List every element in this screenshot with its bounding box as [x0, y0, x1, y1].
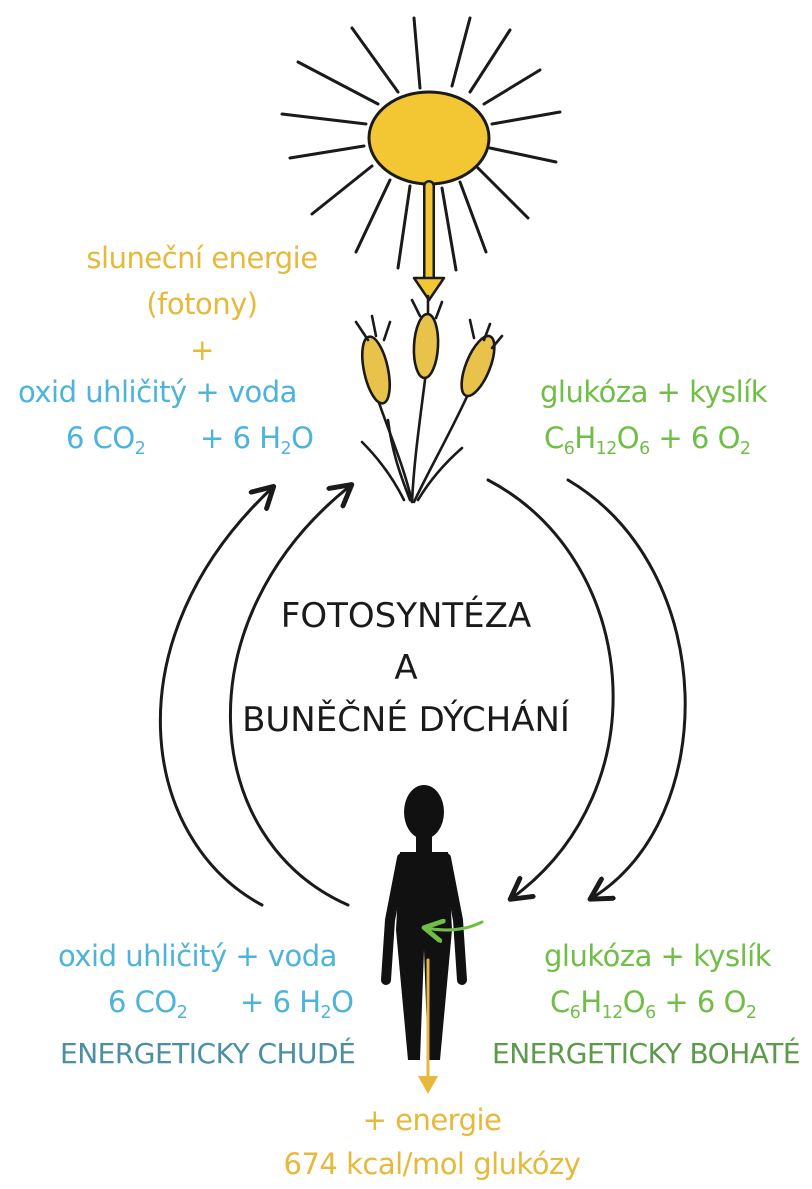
- title-photosynthesis: FOTOSYNTÉZA: [0, 588, 812, 644]
- bottom-left-words: oxid uhličitý + voda: [58, 938, 337, 974]
- energy-rich-caption: ENERGETICKY BOHATÉ: [492, 1036, 800, 1072]
- energy-poor-caption: ENERGETICKY CHUDÉ: [60, 1036, 355, 1072]
- title-and: A: [0, 640, 812, 696]
- sun-energy-label: sluneční energie: [62, 240, 342, 276]
- sunlight-arrow: [414, 186, 444, 300]
- title-cellular-respiration: BUNĚČNÉ DÝCHÁNÍ: [0, 692, 812, 748]
- wheat-plant-icon: [356, 296, 502, 502]
- bottom-right-words: glukóza + kyslík: [544, 938, 771, 974]
- photons-label: (fotony): [62, 286, 342, 322]
- human-silhouette-icon: [386, 785, 462, 1060]
- bottom-right-formula: C6H12O6 + 6 O2: [550, 984, 757, 1020]
- bottom-left-formula: 6 CO2 + 6 H2O: [108, 984, 353, 1020]
- plus-sign: +: [62, 332, 342, 368]
- energy-label: + energie: [262, 1102, 602, 1138]
- energy-value-label: 674 kcal/mol glukózy: [232, 1146, 632, 1182]
- top-inputs-formula: 6 CO2 + 6 H2O: [66, 420, 313, 456]
- top-inputs-words: oxid uhličitý + voda: [18, 374, 297, 410]
- top-outputs-formula: C6H12O6 + 6 O2: [544, 420, 751, 456]
- co2-text: 6 CO: [66, 421, 135, 455]
- sun-icon: [282, 18, 560, 270]
- top-outputs-words: glukóza + kyslík: [540, 374, 767, 410]
- h2o-text: + 6 H: [200, 421, 281, 455]
